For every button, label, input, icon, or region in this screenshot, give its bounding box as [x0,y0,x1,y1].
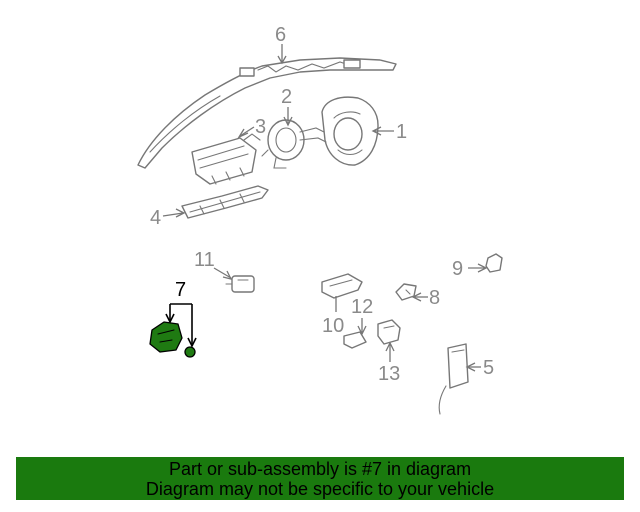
callout-3: 3 [255,116,266,138]
part-9-side-sensor[interactable] [485,253,503,273]
part-6-curtain-airbag[interactable] [137,57,397,169]
callout-7: 7 [175,279,186,301]
callout-12: 12 [351,296,373,318]
callout-8: 8 [429,287,440,309]
banner-line-1: Part or sub-assembly is #7 in diagram [168,459,472,479]
part-5-side-airbag[interactable] [438,343,469,415]
part-2-clock-spring[interactable] [261,119,327,169]
info-banner: Part or sub-assembly is #7 in diagram Di… [16,457,624,500]
part-8-front-sensor[interactable] [395,283,417,301]
part-10-control-module[interactable] [321,273,363,299]
callout-2: 2 [281,86,292,108]
part-3-passenger-airbag[interactable] [191,133,261,185]
callout-1: 1 [396,121,407,143]
callout-6: 6 [275,24,286,46]
parts-diagram: 6 1 2 3 4 [137,24,503,415]
banner-line-2: Diagram may not be specific to your vehi… [145,479,495,499]
part-13-sensor-bracket[interactable] [377,319,401,345]
callout-4: 4 [150,207,161,229]
callout-11: 11 [194,249,215,271]
callout-9: 9 [452,258,463,280]
callout-10: 10 [322,315,344,337]
part-4-knee-airbag[interactable] [181,185,269,219]
part-12-seat-sensor[interactable] [343,331,367,349]
callout-13: 13 [378,363,400,385]
callout-5: 5 [483,357,494,379]
part-11-impact-sensor[interactable] [225,275,255,293]
part-7-airbag-sensor-highlighted[interactable] [149,321,196,358]
part-1-driver-airbag[interactable] [321,96,379,166]
